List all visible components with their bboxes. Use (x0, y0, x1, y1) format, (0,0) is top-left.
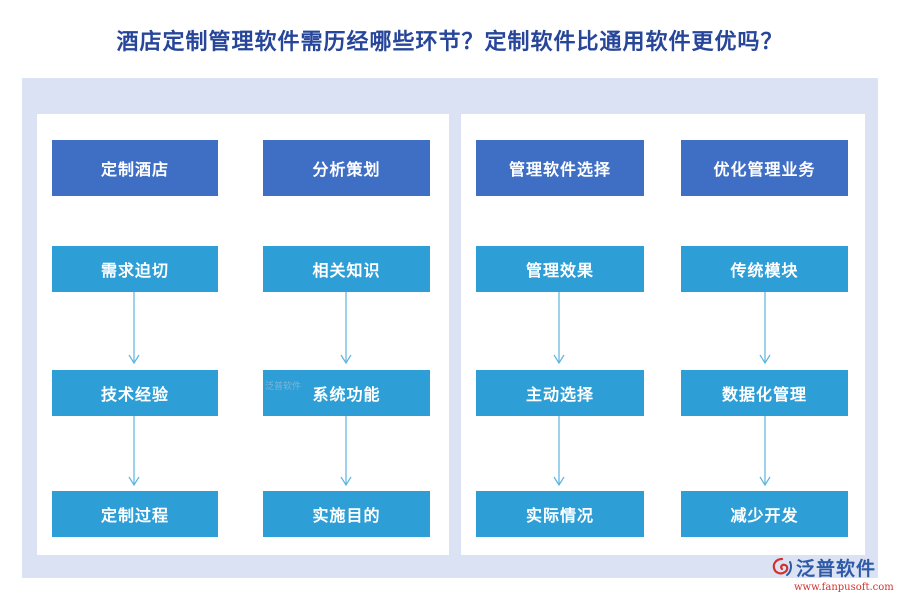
page-title: 酒店定制管理软件需历经哪些环节？定制软件比通用软件更优吗？ (116, 30, 784, 55)
logo-name: 泛普软件 (796, 558, 877, 580)
column-1-step-1: 需求迫切 (52, 246, 218, 292)
column-2-header: 分析策划 (263, 140, 430, 196)
column-4-step-2: 数据化管理 (681, 370, 848, 416)
logo-url: www.fanpusoft.com (794, 582, 894, 593)
watermark-text: 泛普软件 (265, 382, 302, 392)
column-4-header: 优化管理业务 (681, 140, 848, 196)
column-2-step-2: 系统功能 (263, 370, 430, 416)
column-3-header: 管理软件选择 (476, 140, 644, 196)
column-4-step-1: 传统模块 (681, 246, 848, 292)
column-3-step-2: 主动选择 (476, 370, 644, 416)
column-3-step-3: 实际情况 (476, 491, 644, 537)
column-4-step-3: 减少开发 (681, 491, 848, 537)
column-3-step-1: 管理效果 (476, 246, 644, 292)
logo-swirl-icon (772, 557, 792, 576)
column-2-step-3: 实施目的 (263, 491, 430, 537)
brand-logo: 泛普软件 www.fanpusoft.com (770, 552, 896, 598)
column-1-header: 定制酒店 (52, 140, 218, 196)
column-1-step-2: 技术经验 (52, 370, 218, 416)
column-1-step-3: 定制过程 (52, 491, 218, 537)
column-2-step-1: 相关知识 (263, 246, 430, 292)
